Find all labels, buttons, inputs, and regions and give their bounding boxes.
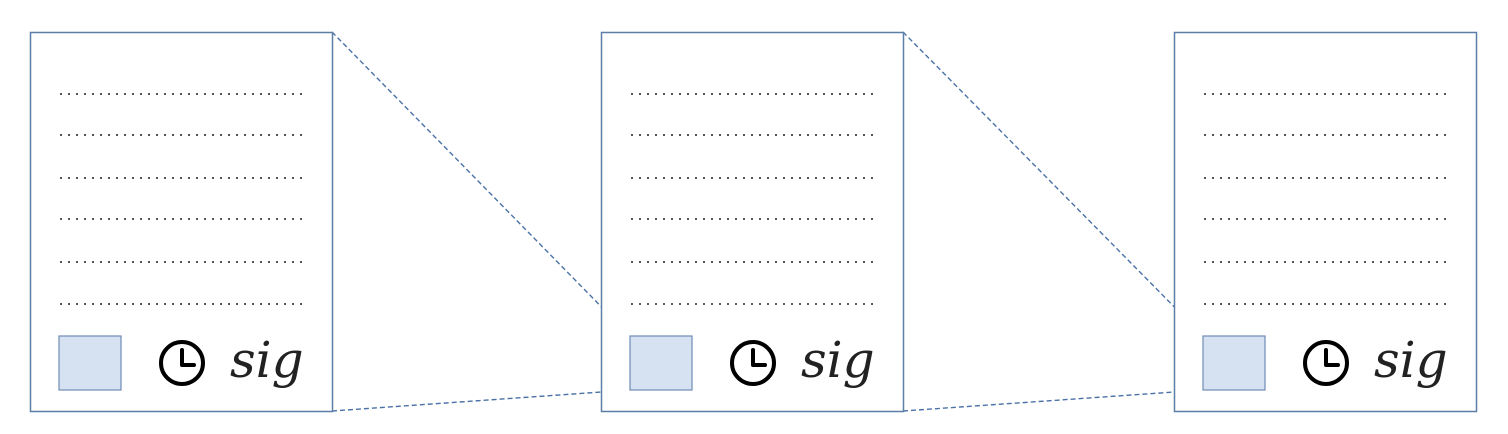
document-page: sig [29, 31, 334, 413]
connector-line [902, 31, 1204, 337]
clock-icon [159, 340, 205, 386]
signature-text: sig [801, 331, 875, 389]
document-page: sig [1173, 31, 1478, 413]
connector-line [902, 389, 1204, 412]
hash-box [58, 335, 122, 391]
document-pages: sig sig sig [29, 31, 1478, 413]
hash-box [629, 335, 693, 391]
clock-icon [730, 340, 776, 386]
document-page: sig [600, 31, 905, 413]
clock-icon [1303, 340, 1349, 386]
hash-box [1202, 335, 1266, 391]
connector-line [331, 389, 631, 412]
connector-line [331, 31, 631, 337]
signature-text: sig [1374, 331, 1448, 389]
signature-text: sig [230, 331, 304, 389]
connectors [331, 31, 1204, 412]
